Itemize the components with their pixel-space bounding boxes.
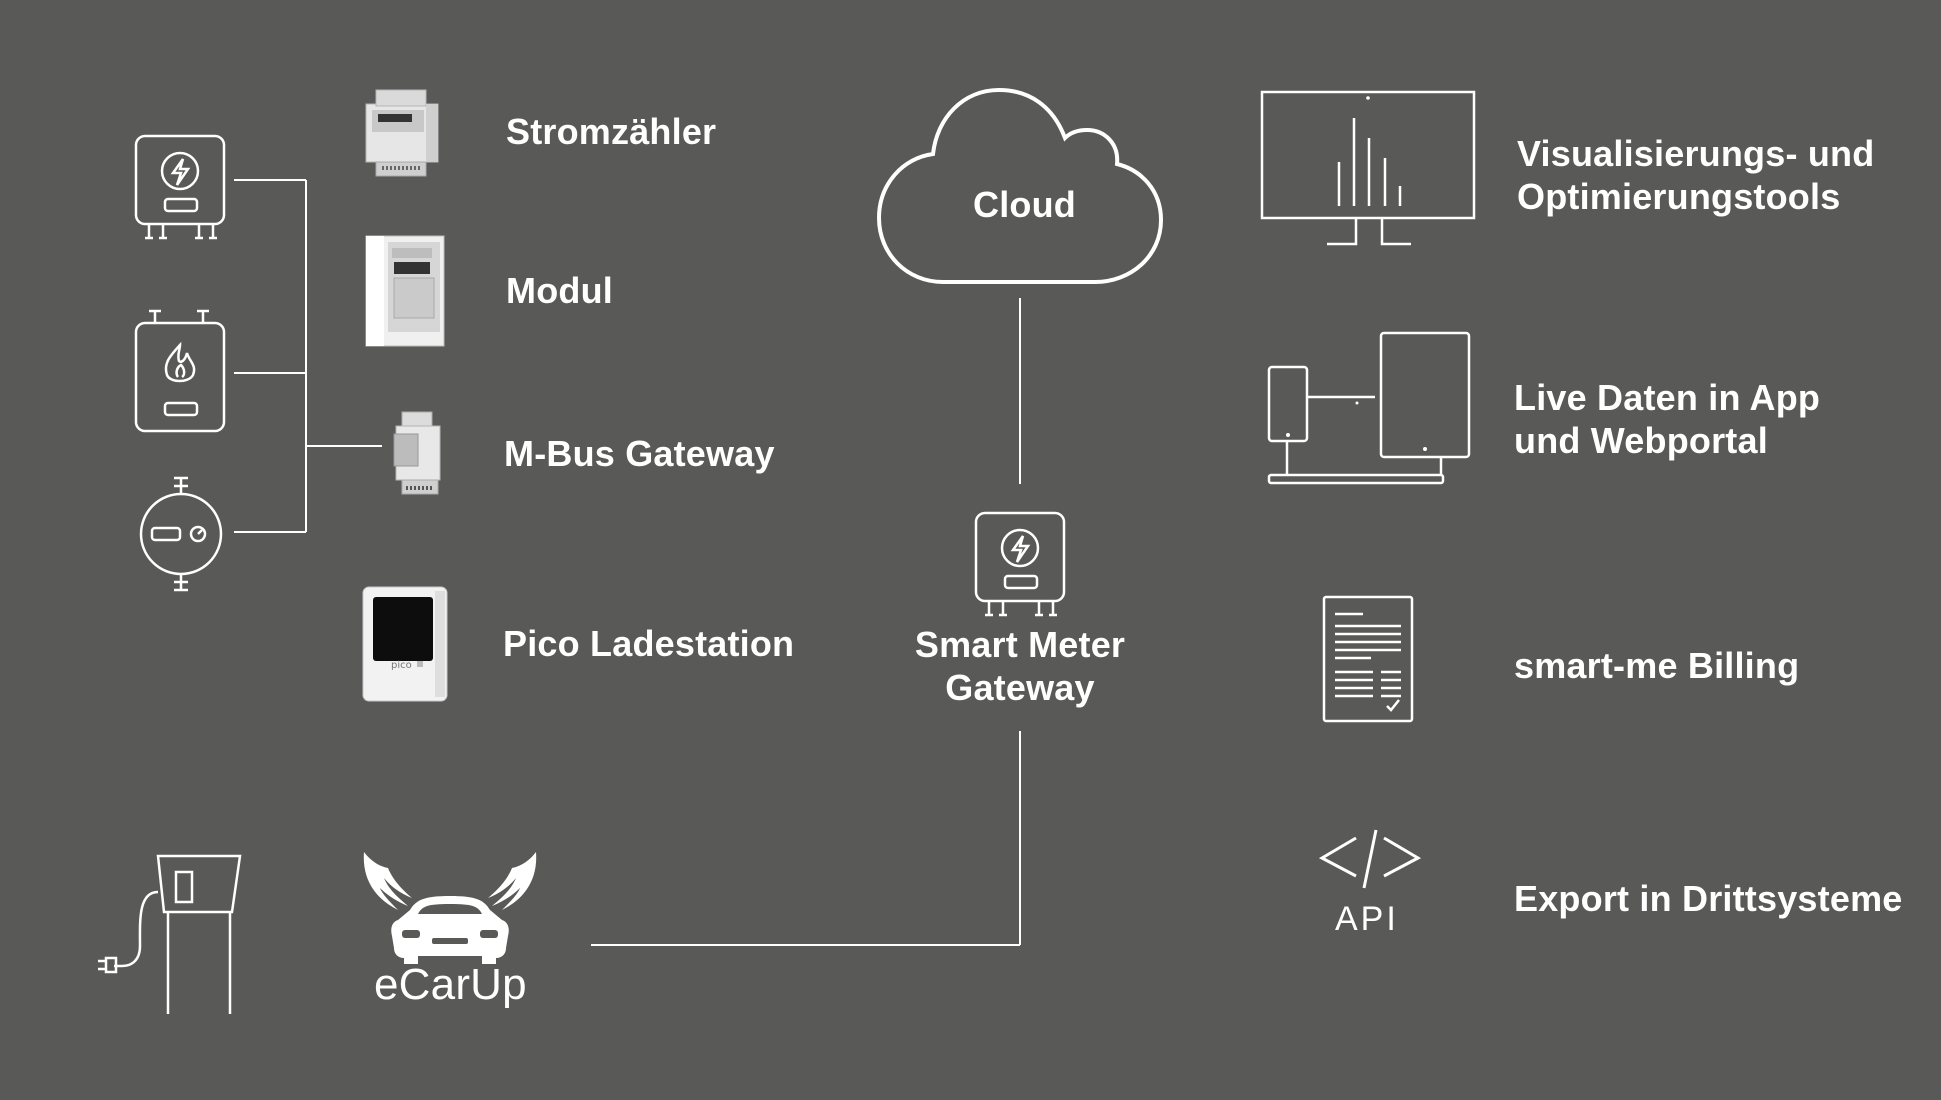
electricity-meter-icon	[134, 134, 226, 240]
invoice-icon	[1322, 595, 1414, 723]
monitor-icon	[1260, 90, 1476, 246]
cloud-icon	[876, 87, 1164, 284]
live-daten-line1: Live Daten in App	[1514, 377, 1821, 418]
pico-charging-station-icon: pico	[362, 586, 448, 702]
billing-label: smart-me Billing	[1514, 645, 1800, 686]
pico-label: Pico Ladestation	[503, 623, 795, 664]
visualisierung-line1: Visualisierungs- und	[1517, 133, 1875, 174]
modul-device-icon	[365, 235, 445, 347]
export-label: Export in Drittsysteme	[1514, 878, 1903, 919]
gateway-label-line1: Smart Meter	[914, 624, 1126, 665]
gateway-label-line2: Gateway	[945, 667, 1095, 708]
ecarup-logo	[363, 852, 537, 964]
api-label: API	[1335, 900, 1399, 938]
ecarup-label: eCarUp	[374, 960, 527, 1009]
cloud-label: Cloud	[973, 184, 1076, 225]
gateway-icon	[974, 511, 1066, 617]
code-icon	[1318, 829, 1422, 889]
gas-meter-icon	[134, 309, 226, 433]
water-meter-icon	[139, 476, 223, 592]
modul-label: Modul	[506, 270, 613, 311]
stromzaehler-label: Stromzähler	[506, 111, 717, 152]
mbus-gateway-label: M-Bus Gateway	[504, 433, 775, 474]
phone-tablet-icon	[1267, 331, 1471, 485]
gateway-label: Smart Meter Gateway	[900, 623, 1140, 709]
charging-station-icon	[98, 854, 242, 1014]
visualisierung-line2: Optimierungstools	[1517, 176, 1841, 217]
live-daten-line2: und Webportal	[1514, 420, 1768, 461]
stromzaehler-device-icon	[365, 89, 439, 177]
visualisierung-label: Visualisierungs- und Optimierungstools	[1517, 132, 1874, 218]
mbus-gateway-device-icon	[393, 411, 441, 495]
pico-brand-text: pico	[391, 660, 412, 671]
live-daten-label: Live Daten in App und Webportal	[1514, 376, 1820, 462]
